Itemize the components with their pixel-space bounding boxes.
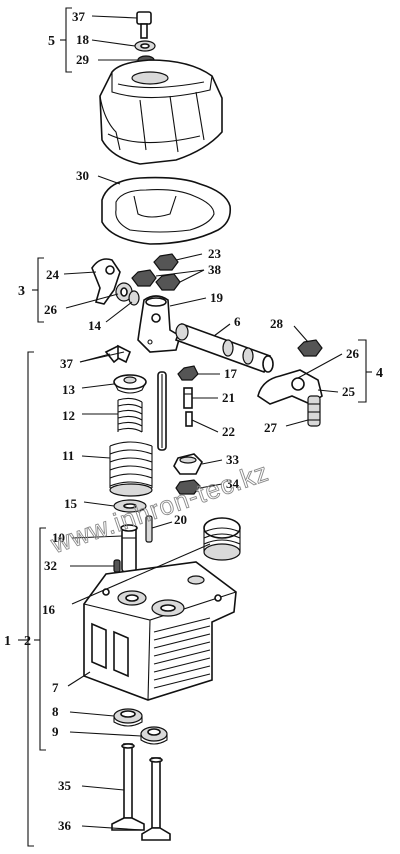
part-rocker-support-19 <box>137 295 181 353</box>
callout-9: 9 <box>52 724 59 739</box>
bracket-group-2 <box>34 527 46 751</box>
callout-32: 32 <box>44 558 57 573</box>
callout-29: 29 <box>76 52 90 67</box>
callout-2: 2 <box>24 634 31 649</box>
part-cylinder-head-7 <box>83 561 237 701</box>
callout-30: 30 <box>76 168 89 183</box>
part-adjust-screw-27 <box>307 395 321 427</box>
callout-16: 16 <box>42 602 56 617</box>
callout-14: 14 <box>88 318 102 333</box>
callout-37-top: 37 <box>72 9 86 24</box>
part-screw-22 <box>185 411 193 427</box>
callout-27: 27 <box>264 420 278 435</box>
callout-36: 36 <box>58 818 72 833</box>
callout-21: 21 <box>222 390 235 405</box>
callout-8: 8 <box>52 704 59 719</box>
part-nut-38b <box>155 273 181 291</box>
callout-6: 6 <box>234 314 241 329</box>
callout-17: 17 <box>224 366 238 381</box>
part-valve-cover <box>99 59 223 165</box>
part-washer-15 <box>113 499 147 513</box>
callout-34: 34 <box>226 476 240 491</box>
bracket-group-1 <box>18 351 34 847</box>
part-sleeve-32 <box>113 559 121 573</box>
part-seat-ring-9 <box>140 726 168 745</box>
leader-lines <box>63 15 343 831</box>
callout-26-right: 26 <box>346 346 360 361</box>
part-washer-18 <box>134 40 156 52</box>
callout-15: 15 <box>64 496 78 511</box>
callout-11: 11 <box>62 448 74 463</box>
part-spring-cap-13 <box>113 374 147 394</box>
callout-24: 24 <box>46 267 60 282</box>
callout-25: 25 <box>342 384 356 399</box>
part-inner-spring-12 <box>117 397 143 433</box>
callout-12: 12 <box>62 408 75 423</box>
callout-3: 3 <box>18 284 25 299</box>
callout-37-mid: 37 <box>60 356 74 371</box>
callout-28: 28 <box>270 316 284 331</box>
part-rocker-arm-24 <box>91 258 121 305</box>
bracket-group-4 <box>358 339 372 403</box>
part-pin-20 <box>145 515 153 543</box>
callout-26-left: 26 <box>44 302 58 317</box>
part-outer-spring-11 <box>109 441 153 497</box>
callout-18: 18 <box>76 32 90 47</box>
bracket-group-3 <box>32 257 44 323</box>
part-nut-38a <box>131 269 157 287</box>
part-washer-34 <box>175 479 201 495</box>
part-bushing-26 <box>115 282 133 302</box>
part-bolt-37 <box>136 11 152 39</box>
callout-4: 4 <box>376 366 383 381</box>
callout-labels: 37 18 29 5 30 23 38 24 3 26 19 14 6 28 2… <box>4 9 383 833</box>
callout-35: 35 <box>58 778 72 793</box>
part-valve-36 <box>141 757 171 841</box>
part-rocker-shaft-6 <box>174 322 274 374</box>
callout-20: 20 <box>174 512 187 527</box>
bracket-group-5 <box>60 7 72 73</box>
part-gasket-30 <box>101 176 232 245</box>
callout-7: 7 <box>52 680 59 695</box>
part-nut-17 <box>177 365 199 381</box>
part-pushrod <box>157 371 167 451</box>
callout-38: 38 <box>208 262 222 277</box>
part-nut-33 <box>173 453 203 475</box>
part-seat-ring-8 <box>113 708 143 727</box>
callout-13: 13 <box>62 382 76 397</box>
callout-23: 23 <box>208 246 222 261</box>
callout-22: 22 <box>222 424 235 439</box>
part-seal-ring-16 <box>203 517 241 561</box>
part-nut-28 <box>297 339 323 357</box>
callout-33: 33 <box>226 452 240 467</box>
callout-1: 1 <box>4 634 11 649</box>
part-nut-23 <box>153 253 179 271</box>
callout-10: 10 <box>52 530 65 545</box>
callout-5: 5 <box>48 34 55 49</box>
part-stud-21 <box>183 387 193 409</box>
part-rocker-arm-25 <box>257 369 323 405</box>
callout-19: 19 <box>210 290 224 305</box>
part-valve-35 <box>111 743 145 831</box>
part-bushing-14 <box>128 290 140 306</box>
